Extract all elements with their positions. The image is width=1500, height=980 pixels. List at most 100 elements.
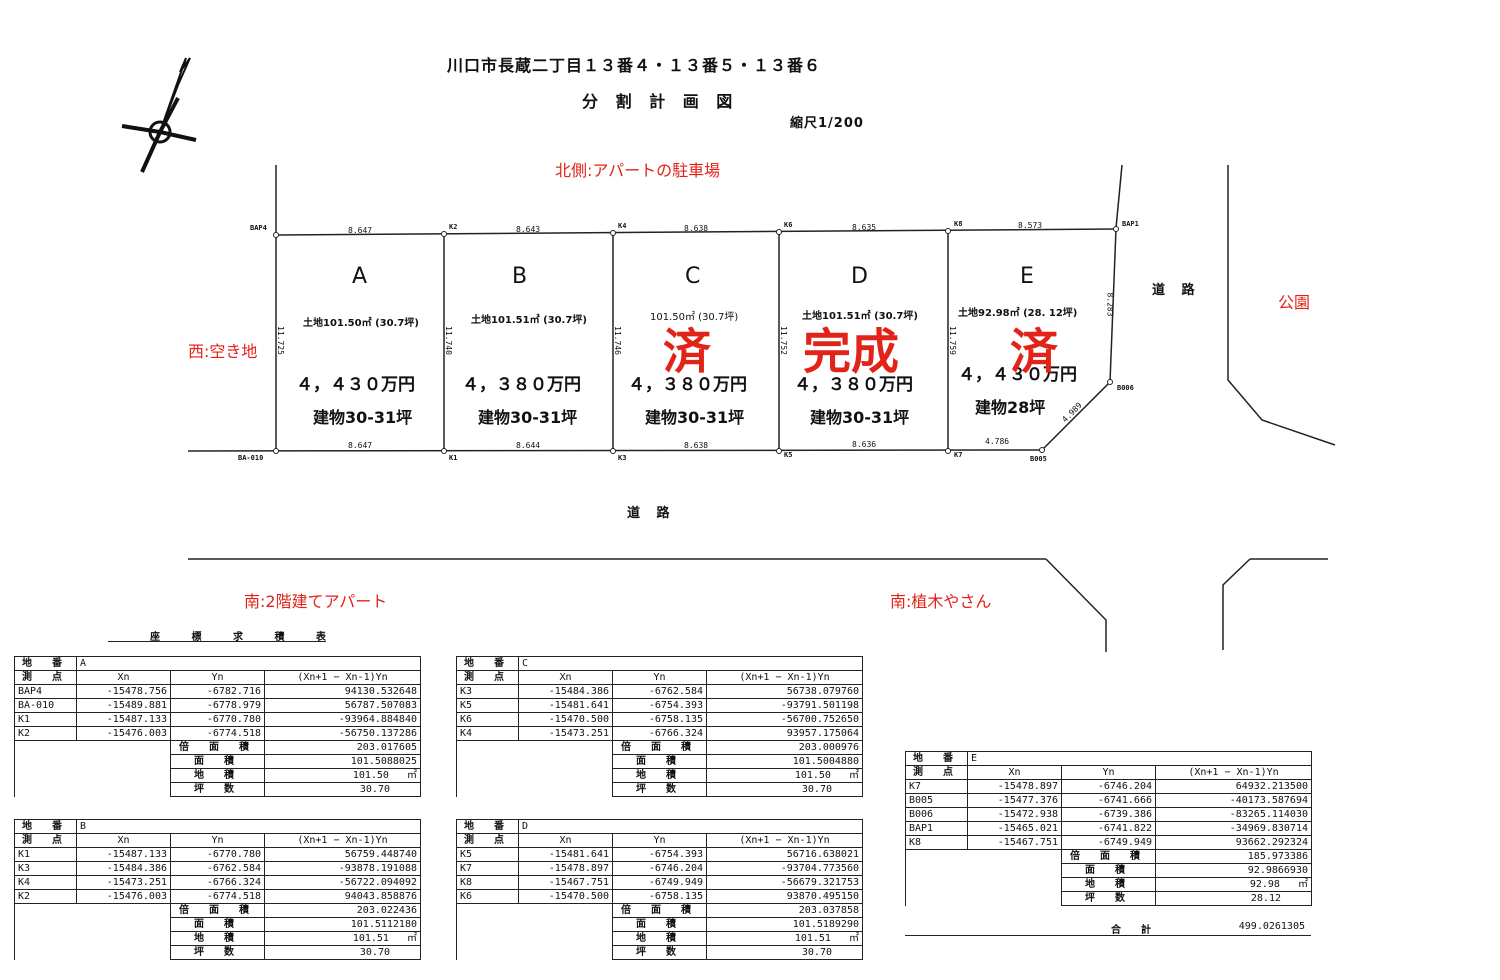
lot-c-building: 建物30-31坪 — [645, 408, 745, 427]
dimension-label: 4.786 — [985, 437, 1010, 446]
lot-number-label: 地 番 — [456, 819, 519, 834]
lot-number-label: 地 番 — [14, 656, 77, 671]
lot-number-label: 地 番 — [14, 819, 77, 834]
south-road-label: 道 路 — [627, 506, 676, 521]
dimension-label: 8.643 — [516, 225, 541, 234]
lot-number-label: 地 番 — [456, 656, 519, 671]
land-label: 地 積 — [612, 931, 707, 946]
point-header: 測 点 — [14, 833, 77, 848]
point-label: K6 — [784, 221, 793, 229]
dimension-label: 11.740 — [443, 326, 453, 355]
table-row: K6-15470.500-6758.135-56700.752650 — [456, 712, 863, 727]
dimension-label: 8.647 — [348, 226, 373, 235]
table-row: K8-15467.751-6749.949-56679.321753 — [456, 875, 863, 890]
land-label: 地 積 — [612, 768, 707, 783]
plan-title: 川口市長蔵二丁目１３番４・１３番５・１３番６ — [447, 56, 822, 75]
coord-table-title: 座 標 求 積 表 — [150, 632, 340, 643]
dimension-label: 8.635 — [852, 223, 877, 232]
calc-header: (Xn+1 − Xn-1)Yn — [1155, 765, 1312, 780]
land-value: 92.98 ㎡ — [1155, 877, 1312, 892]
south-right-note: 南:植木やさん — [890, 592, 992, 611]
tsubo-value: 30.70 — [706, 782, 863, 797]
area-value: 101.5112180 — [264, 917, 421, 932]
lots-north-line — [275, 228, 1117, 236]
road-corner-right — [1222, 558, 1251, 650]
area-value: 101.5189290 — [706, 917, 863, 932]
dimension-label: 8.283 — [1105, 292, 1115, 317]
point-label: K1 — [449, 454, 458, 462]
point-header: 測 点 — [14, 670, 77, 685]
point-label: K7 — [954, 451, 963, 459]
point-label: K5 — [784, 451, 793, 459]
land-label: 地 積 — [170, 931, 265, 946]
table-row: K5-15481.641-6754.393-93791.501198 — [456, 698, 863, 713]
lot-number: C — [518, 656, 863, 671]
calc-header: (Xn+1 − Xn-1)Yn — [706, 670, 863, 685]
lot-number: D — [518, 819, 863, 834]
lot-b-letter: B — [512, 264, 528, 289]
lot-a-price: ４，４３０万円 — [296, 375, 415, 395]
area-label: 面 積 — [170, 917, 265, 932]
calc-header: (Xn+1 − Xn-1)Yn — [264, 670, 421, 685]
double-area-label: 倍 面 積 — [612, 740, 707, 755]
xn-header: Xn — [76, 670, 171, 685]
area-label: 面 積 — [612, 754, 707, 769]
dimension-label: 8.636 — [852, 440, 877, 449]
north-compass-icon — [121, 57, 197, 173]
lot-c-land: 101.50㎡ (30.7坪) — [650, 312, 739, 323]
point-label: K4 — [618, 222, 627, 230]
lot-e-land: 土地92.98㎡ (28. 12坪) — [958, 308, 1078, 319]
dimension-label: 11.725 — [275, 326, 285, 355]
sold-stamp: 済 — [663, 324, 712, 380]
lot-d-land: 土地101.51㎡ (30.7坪) — [802, 311, 918, 322]
north-side-note: 北側:アパートの駐車場 — [555, 161, 721, 180]
xn-header: Xn — [76, 833, 171, 848]
land-value: 101.50 ㎡ — [706, 768, 863, 783]
area-value: 92.9866930 — [1155, 863, 1312, 878]
point-header: 測 点 — [456, 833, 519, 848]
lot-a-letter: A — [352, 264, 368, 289]
tsubo-value: 30.70 — [264, 945, 421, 960]
double-area-value: 203.022436 — [264, 903, 421, 918]
table-row: B006-15472.938-6739.386-83265.114030 — [905, 807, 1312, 822]
plan-subtitle: 分 割 計 画 図 — [582, 92, 739, 111]
lot-e-building: 建物28坪 — [975, 398, 1046, 417]
lot-number: B — [76, 819, 421, 834]
south-left-note: 南:2階建てアパート — [244, 592, 388, 611]
total-value: 499.0261305 — [1238, 921, 1305, 932]
lot-number: A — [76, 656, 421, 671]
dimension-label: 8.638 — [684, 441, 709, 450]
lot-b-land: 土地101.51㎡ (30.7坪) — [471, 315, 587, 326]
lot-c-letter: C — [685, 264, 701, 289]
yn-header: Yn — [170, 833, 265, 848]
scale-label: 縮尺1/200 — [790, 116, 864, 131]
tsubo-label: 坪 数 — [612, 945, 707, 960]
double-area-label: 倍 面 積 — [612, 903, 707, 918]
road-east-line — [1227, 165, 1336, 446]
point-label: K8 — [954, 220, 963, 228]
lot-a-land: 土地101.50㎡ (30.7坪) — [303, 318, 419, 329]
lot-number: E — [967, 751, 1312, 766]
point-header: 測 点 — [456, 670, 519, 685]
calc-header: (Xn+1 − Xn-1)Yn — [706, 833, 863, 848]
double-area-label: 倍 面 積 — [170, 740, 265, 755]
point-label: B006 — [1117, 384, 1134, 392]
total-row: 合 計 499.0261305 — [905, 920, 1311, 936]
lot-e-letter: E — [1020, 264, 1034, 289]
road-corner-left — [1045, 558, 1107, 652]
table-row: B005-15477.376-6741.666-40173.587694 — [905, 793, 1312, 808]
tsubo-value: 28.12 — [1155, 891, 1312, 906]
point-label: B005 — [1030, 455, 1047, 463]
yn-header: Yn — [612, 833, 707, 848]
area-value: 101.5088025 — [264, 754, 421, 769]
tsubo-value: 30.70 — [264, 782, 421, 797]
